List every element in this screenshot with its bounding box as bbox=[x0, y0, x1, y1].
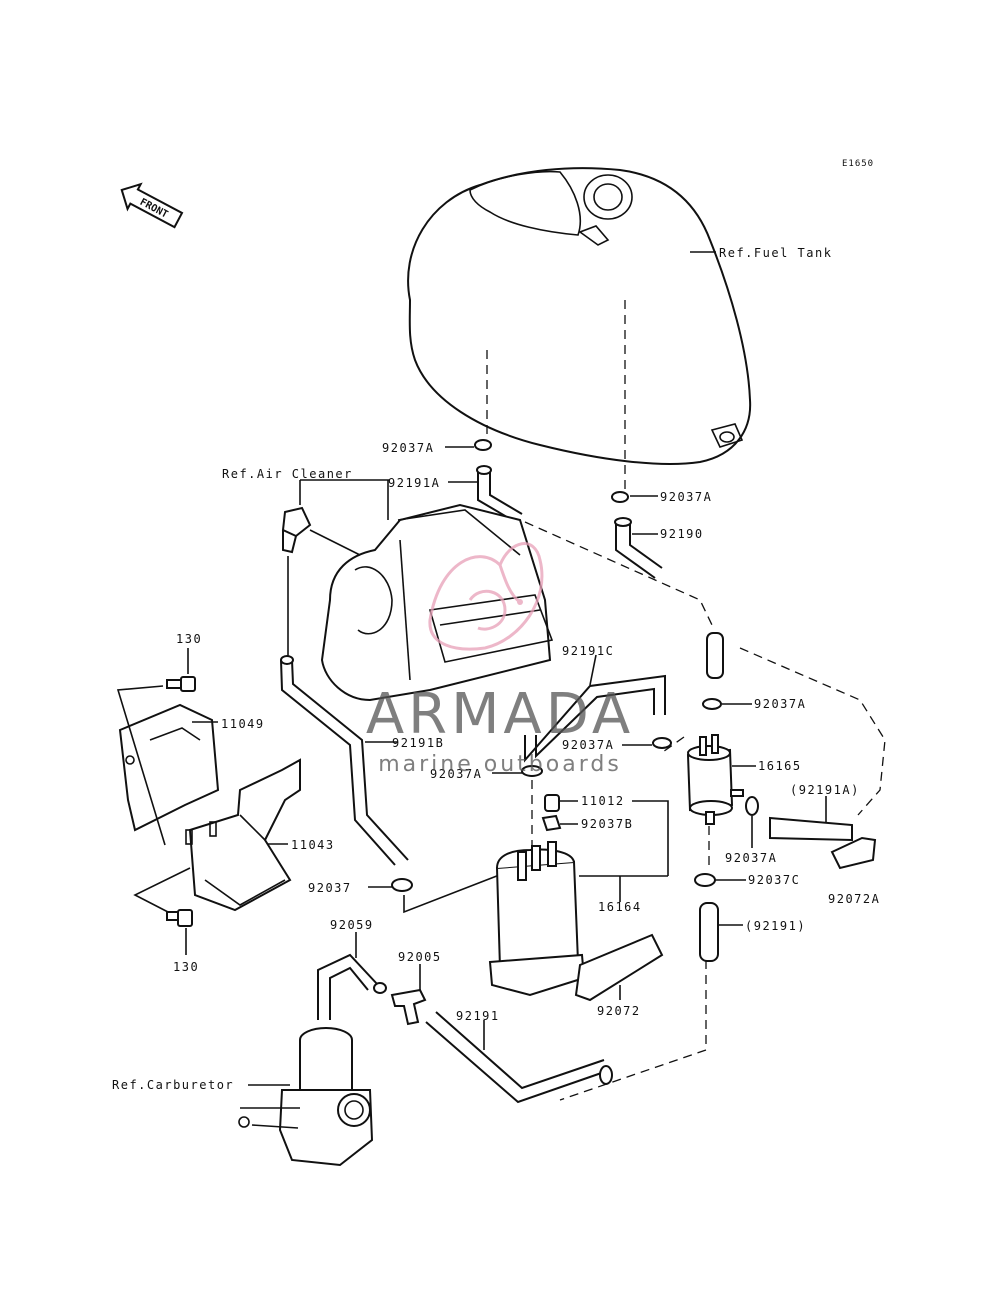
label-92037a-5: 92037A bbox=[754, 697, 806, 711]
label-92191a: 92191A bbox=[388, 476, 440, 490]
clamp-92037a-6 bbox=[745, 796, 759, 816]
clamp-92037a-1 bbox=[474, 439, 492, 451]
hose-92059 bbox=[317, 953, 379, 1020]
watermark-tagline: marine outboards bbox=[378, 752, 622, 777]
label-92191c: 92191C bbox=[562, 644, 614, 658]
label-11043: 11043 bbox=[291, 838, 335, 852]
clamp-92037c bbox=[694, 873, 716, 887]
label-92059: 92059 bbox=[330, 918, 374, 932]
label-92191-paren: (92191) bbox=[745, 919, 806, 933]
label-92191: 92191 bbox=[456, 1009, 500, 1023]
clamp-92037a-5 bbox=[702, 698, 722, 710]
label-92037a-4: 92037A bbox=[562, 738, 614, 752]
label-130-top: 130 bbox=[176, 632, 202, 646]
label-92191a-paren: (92191A) bbox=[790, 783, 860, 797]
ref-carburetor-label: Ref.Carburetor bbox=[112, 1078, 234, 1092]
hose-92191 bbox=[425, 1011, 611, 1104]
hose-92191c bbox=[524, 674, 666, 763]
hose-92190 bbox=[615, 522, 663, 579]
fitting-11012 bbox=[544, 794, 560, 812]
strap-92072a bbox=[830, 836, 877, 870]
watermark-logo-icon bbox=[428, 542, 544, 651]
label-92191b: 92191B bbox=[392, 736, 444, 750]
hose-92191a bbox=[477, 470, 523, 521]
bolt-130-top bbox=[166, 676, 196, 692]
label-11012: 11012 bbox=[581, 794, 625, 808]
label-92037c: 92037C bbox=[748, 873, 800, 887]
label-130-bottom: 130 bbox=[173, 960, 199, 974]
watermark-brand: ARMADA bbox=[366, 682, 634, 747]
label-92037: 92037 bbox=[308, 881, 352, 895]
label-92072a: 92072A bbox=[828, 892, 880, 906]
label-16164: 16164 bbox=[598, 900, 642, 914]
ref-fuel-tank-label: Ref.Fuel Tank bbox=[719, 246, 832, 260]
label-92005: 92005 bbox=[398, 950, 442, 964]
separator-16165 bbox=[686, 734, 744, 825]
label-92037b: 92037B bbox=[581, 817, 633, 831]
hose-92191a-paren bbox=[769, 816, 853, 842]
label-92037a-6: 92037A bbox=[725, 851, 777, 865]
air-cleaner bbox=[320, 503, 554, 702]
carburetor bbox=[238, 1027, 374, 1167]
clamp-92037a-2 bbox=[611, 491, 629, 503]
label-92072: 92072 bbox=[597, 1004, 641, 1018]
label-92037a-2: 92037A bbox=[660, 490, 712, 504]
label-11049: 11049 bbox=[221, 717, 265, 731]
label-16165: 16165 bbox=[758, 759, 802, 773]
hose-92191b bbox=[280, 659, 409, 866]
front-arrow-icon: FRONT bbox=[120, 182, 184, 229]
clamp-92037 bbox=[391, 878, 413, 892]
clamp-92037a-3 bbox=[521, 765, 543, 777]
fitting-92005 bbox=[390, 988, 427, 1026]
clamp-92037a-4 bbox=[652, 737, 672, 749]
label-92037a-3: 92037A bbox=[430, 767, 482, 781]
ref-air-cleaner-label: Ref.Air Cleaner bbox=[222, 467, 353, 481]
strap-92072 bbox=[574, 933, 664, 1002]
bolt-130-bottom bbox=[166, 909, 193, 927]
fuel-tank bbox=[407, 167, 752, 466]
label-92190: 92190 bbox=[660, 527, 704, 541]
clamp-92037b bbox=[541, 814, 562, 832]
hose-short-upper bbox=[706, 632, 724, 679]
watermark: ARMADA marine outboards bbox=[366, 542, 634, 777]
diagram-code: E1650 bbox=[842, 159, 874, 169]
bracket-11043 bbox=[185, 758, 301, 912]
bracket-11049 bbox=[118, 703, 220, 832]
canister-16164 bbox=[488, 841, 586, 997]
air-cleaner-grommet bbox=[281, 506, 312, 538]
label-92037a-1: 92037A bbox=[382, 441, 434, 455]
hose-92191-paren bbox=[699, 902, 719, 962]
